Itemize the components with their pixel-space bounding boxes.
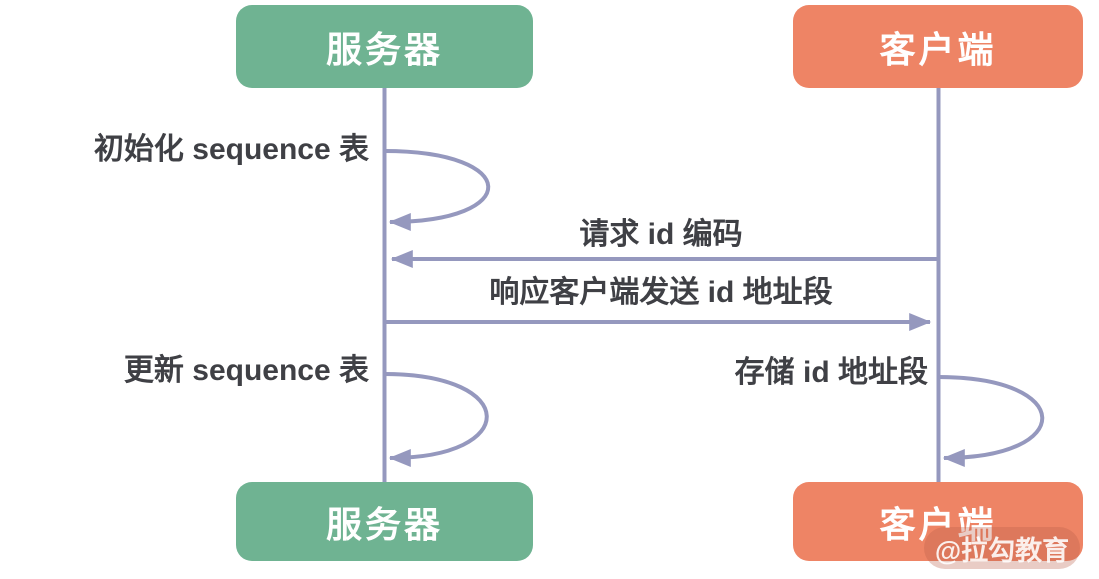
actor-label-client-top: 客户端 xyxy=(879,28,997,70)
actor-box-client-bottom: 客户端 xyxy=(793,482,1083,561)
watermark-badge: @拉勾教育 xyxy=(924,527,1080,569)
self-loop-store-id-arrow xyxy=(937,375,1045,467)
actor-box-server-bottom: 服务器 xyxy=(236,482,533,561)
message-label-init-sequence: 初始化 sequence 表 xyxy=(93,133,369,166)
actor-label-client-bottom: 客户端 xyxy=(879,503,997,545)
message-label-request-id: 请求 id 编码 xyxy=(579,218,743,251)
actor-label-server-top: 服务器 xyxy=(325,28,443,70)
actor-label-server-bottom: 服务器 xyxy=(325,503,443,545)
self-loop-init-sequence-arrow xyxy=(383,149,491,231)
watermark-text: @拉勾教育 xyxy=(934,535,1070,566)
message-label-store-id-range: 存储 id 地址段 xyxy=(734,356,928,389)
message-label-update-sequence: 更新 sequence 表 xyxy=(123,354,369,387)
message-label-respond-id-range: 响应客户端发送 id 地址段 xyxy=(489,276,833,309)
actor-box-client-top: 客户端 xyxy=(793,5,1083,88)
self-loop-update-sequence-arrow xyxy=(383,372,489,467)
actor-box-server-top: 服务器 xyxy=(236,5,533,88)
